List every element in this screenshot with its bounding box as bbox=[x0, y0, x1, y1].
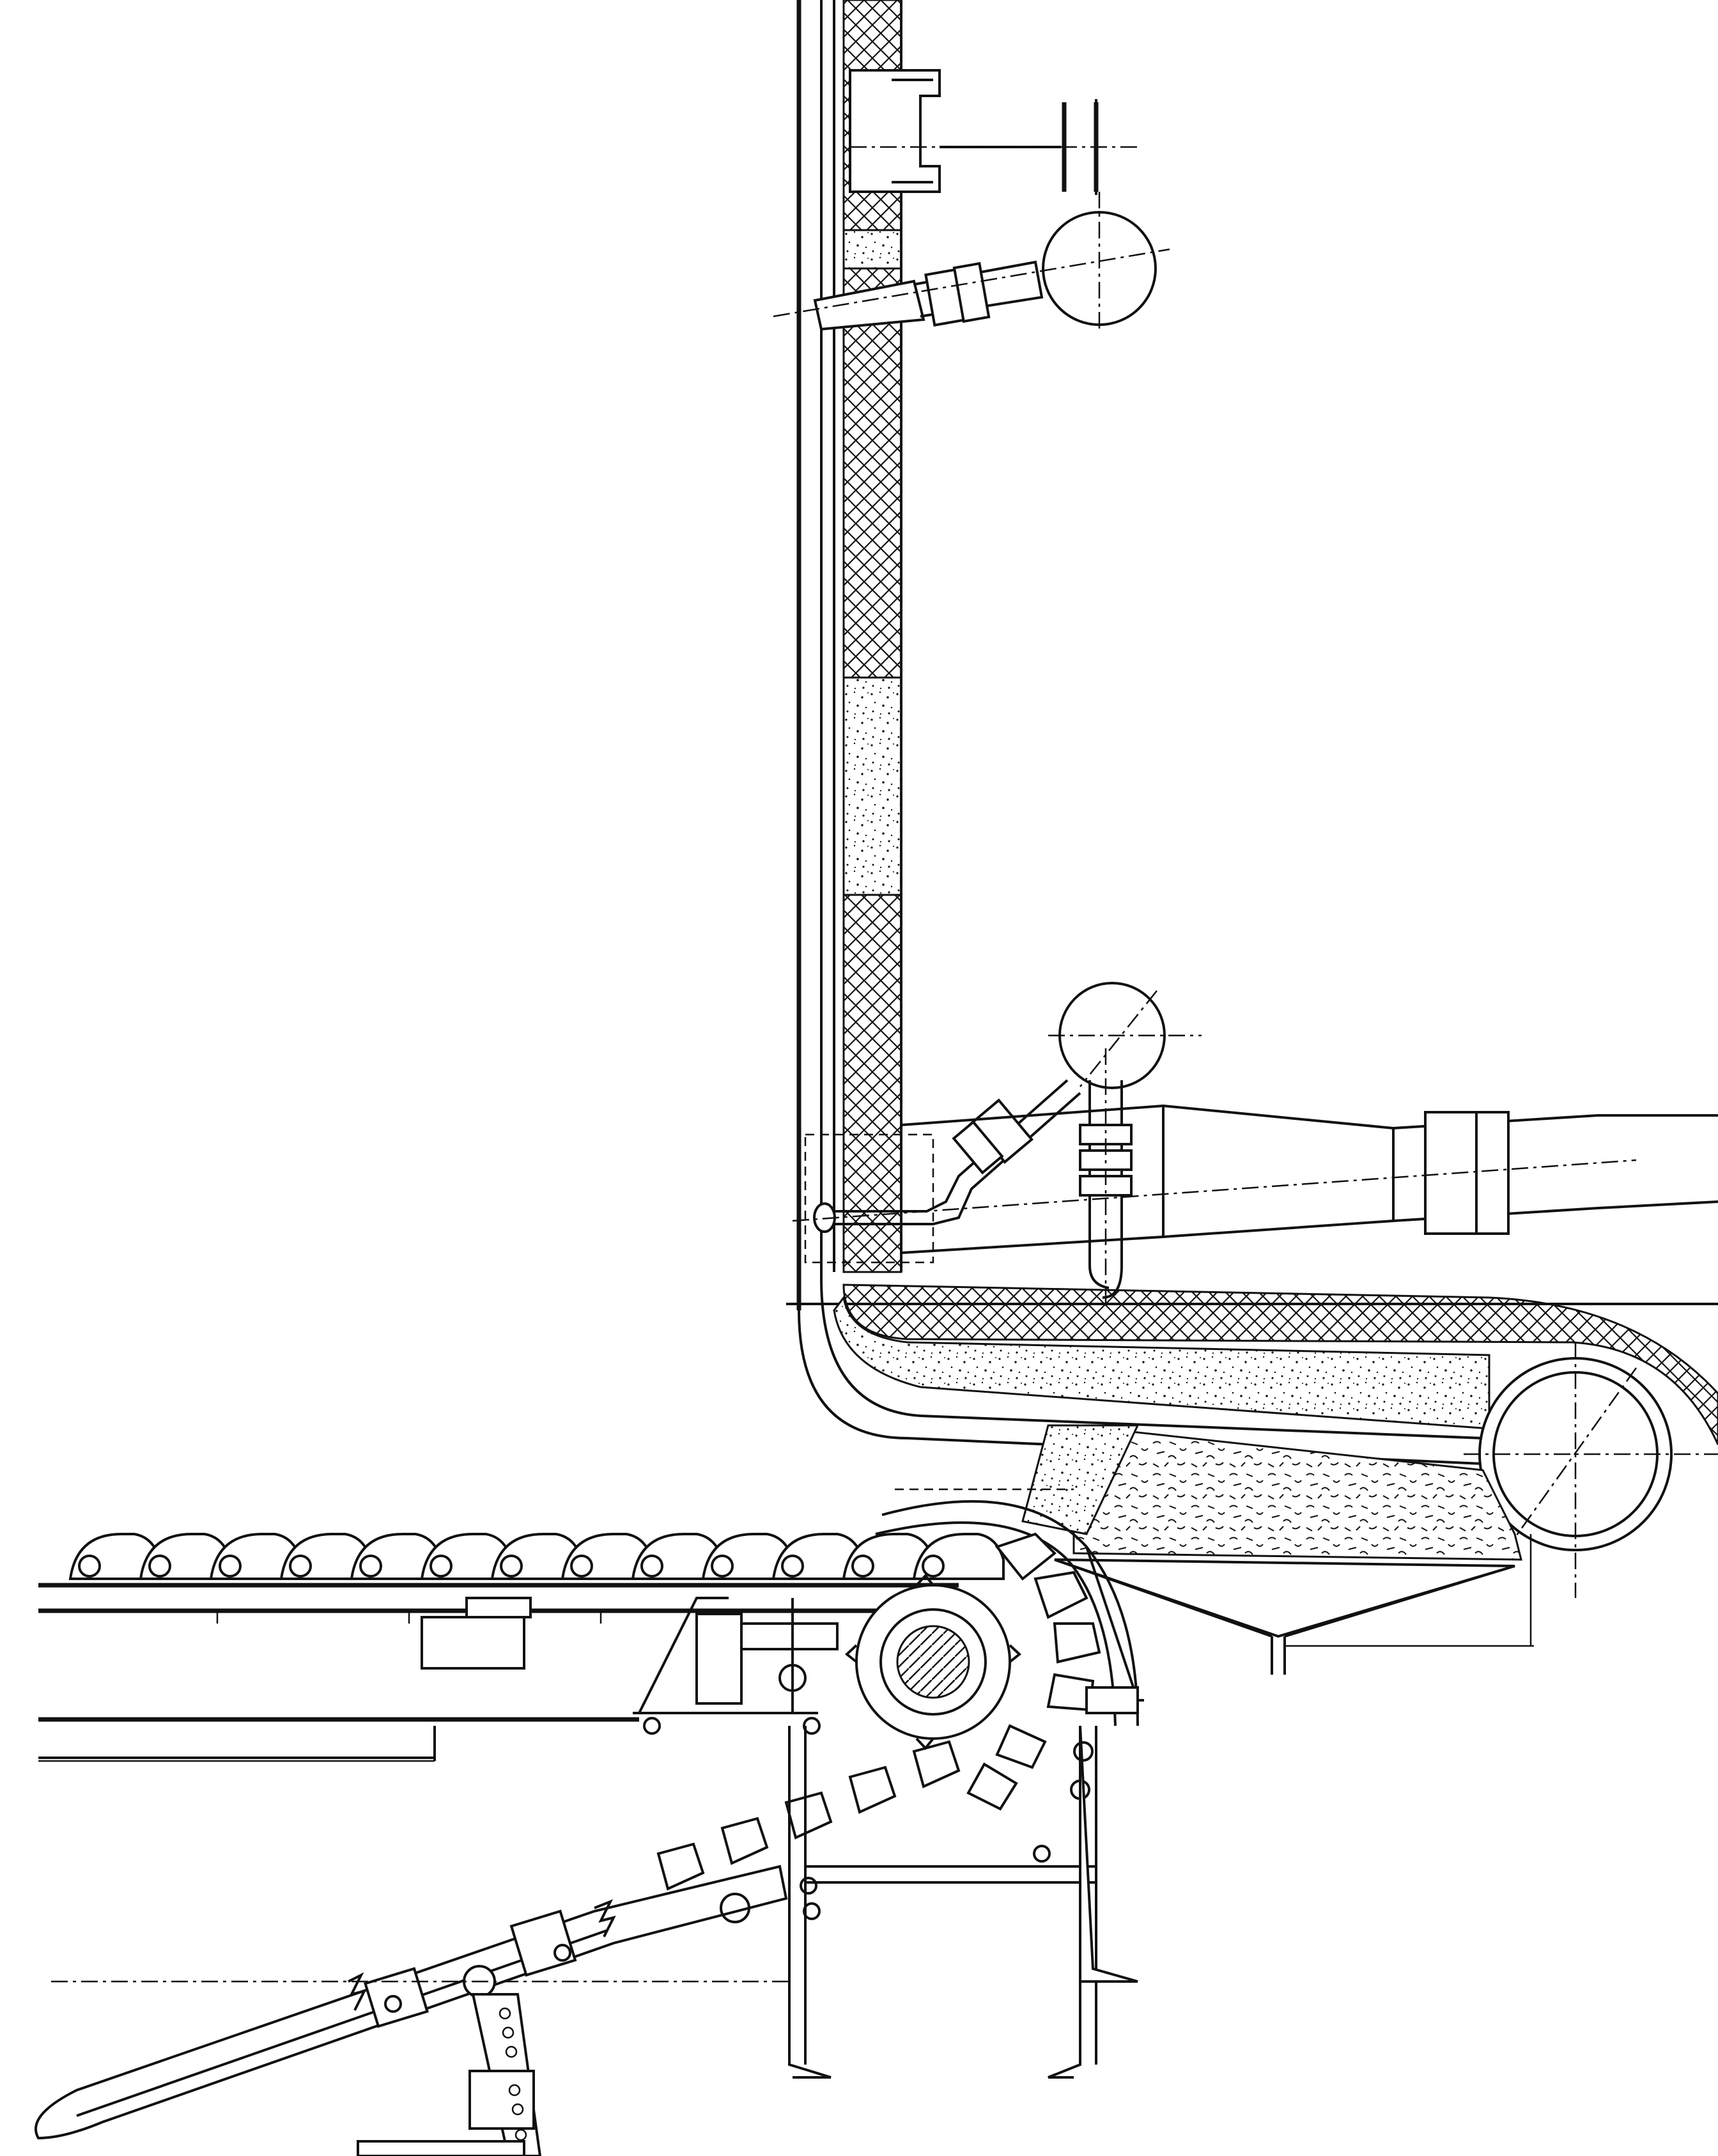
grate-link-row bbox=[68, 1533, 1005, 1580]
support-column bbox=[788, 1725, 1138, 2079]
wall-refractory-lining bbox=[842, 0, 902, 1273]
furnace-wall bbox=[796, 0, 902, 1310]
furnace-hearth bbox=[786, 1278, 1718, 1598]
air-duct bbox=[792, 1104, 1718, 1264]
upper-mounting-bracket bbox=[849, 69, 1138, 195]
sprocket-frame bbox=[633, 1546, 1144, 1800]
chain-grate-upper-run bbox=[38, 1533, 1005, 1624]
chain-grate-return-run bbox=[656, 1500, 1139, 1891]
drive-sprocket bbox=[844, 1573, 1022, 1751]
lower-burner-assembly bbox=[813, 982, 1202, 1304]
sprocket-shaft bbox=[896, 1625, 970, 1699]
base-rails bbox=[38, 1597, 793, 2156]
adjustable-strut bbox=[463, 1965, 542, 2156]
feed-chute bbox=[35, 1865, 788, 2140]
ash-hopper bbox=[895, 1424, 1534, 1675]
upper-burner-assembly bbox=[773, 192, 1170, 332]
wall-joint-filler bbox=[842, 229, 902, 270]
wall-insulation-band bbox=[842, 676, 902, 896]
